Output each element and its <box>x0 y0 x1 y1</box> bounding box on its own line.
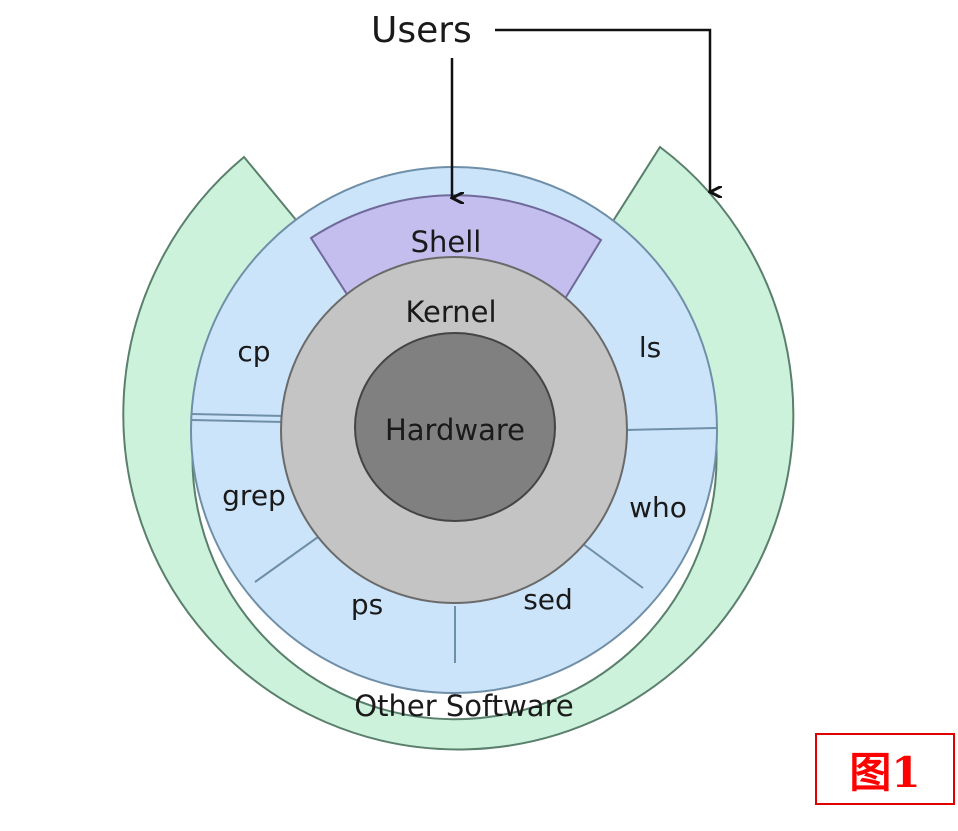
command-sed-label: sed <box>523 583 573 616</box>
command-ls-label: ls <box>639 331 661 364</box>
command-cp-label: cp <box>237 335 270 368</box>
users-arrows <box>452 28 710 198</box>
other-software-label: Other Software <box>354 689 573 723</box>
kernel-label: Kernel <box>405 295 496 329</box>
figure-number-label: 图1 <box>849 747 921 797</box>
command-ps-label: ps <box>351 588 383 621</box>
command-dividers <box>191 413 717 663</box>
other-software-ring <box>122 145 795 751</box>
command-who-label: who <box>629 491 687 524</box>
hardware-label: Hardware <box>385 413 525 447</box>
users-label: Users <box>371 10 472 51</box>
figure-number-tag: 图1 <box>815 733 955 805</box>
command-grep-label: grep <box>222 479 286 512</box>
hardware-core <box>354 332 556 522</box>
shell-label: Shell <box>411 225 482 259</box>
users-to-other-software-arrow <box>495 28 710 192</box>
